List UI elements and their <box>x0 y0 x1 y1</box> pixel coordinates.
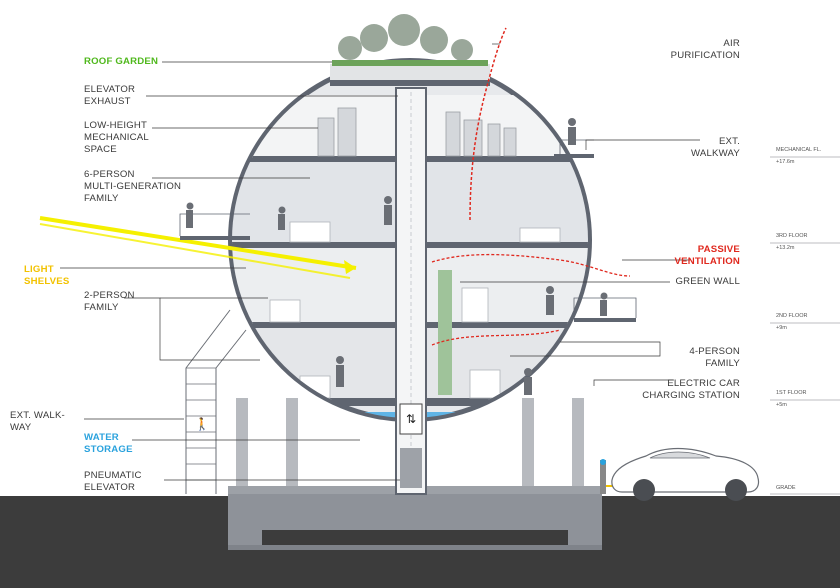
level-first-elevation: +5m <box>776 402 787 408</box>
label-water-storage: WATER STORAGE <box>84 432 133 455</box>
label-light-shelves: LIGHT SHELVES <box>24 264 70 287</box>
mechanical-equipment <box>317 107 517 157</box>
level-first-label: 1ST FLOOR <box>776 390 807 396</box>
light-ray-arrow-icon <box>344 260 356 274</box>
leader-lines <box>60 43 700 481</box>
support-columns <box>236 398 584 494</box>
level-third-label: 3RD FLOOR <box>776 233 808 239</box>
label-pneumatic-elevator: PNEUMATIC ELEVATOR <box>84 470 142 493</box>
label-passive-ventilation: PASSIVE VENTILATION <box>674 244 740 267</box>
level-grade-label: GRADE <box>776 485 796 491</box>
label-air-purification: AIR PURIFICATION <box>670 38 740 61</box>
roof-planter <box>330 64 490 80</box>
light-ray-inner <box>39 223 351 279</box>
level-mechanical-elevation: +17.6m <box>776 159 795 165</box>
roof-trees <box>338 14 473 61</box>
level-third-elevation: +13.2m <box>776 245 795 251</box>
elevator-sign <box>399 403 423 435</box>
level-mechanical-label: MECHANICAL FL. <box>776 147 822 153</box>
label-low-height-mechanical: LOW-HEIGHT MECHANICAL SPACE <box>84 120 149 155</box>
light-ray <box>39 216 357 270</box>
label-four-person-family: 4-PERSON FAMILY <box>689 346 740 369</box>
elevator-arrows-icon: ⇅ <box>406 412 416 426</box>
label-roof-garden: ROOF GARDEN <box>84 56 159 67</box>
passive-ventilation-flow-2 <box>431 329 561 346</box>
green-wall <box>438 270 452 395</box>
charging-station <box>600 460 606 494</box>
roof-deck <box>330 80 490 86</box>
label-electric-car-charging: ELECTRIC CAR CHARGING STATION <box>642 378 740 401</box>
car-wheel <box>725 479 747 501</box>
air-purification-flow <box>469 27 507 221</box>
label-ext-walkway-left: EXT. WALK- WAY <box>10 410 65 433</box>
label-two-person-family: 2-PERSON FAMILY <box>84 290 135 313</box>
level-second-elevation: +9m <box>776 325 787 331</box>
walking-person-icon: 🚶 <box>195 417 210 431</box>
label-elevator-exhaust: ELEVATOR EXHAUST <box>84 84 136 107</box>
passive-ventilation-flow <box>431 253 631 277</box>
label-six-person-family: 6-PERSON MULTI-GENERATION FAMILY <box>84 169 182 204</box>
basement-slab <box>228 545 602 550</box>
balconies <box>180 154 636 322</box>
label-ext-walkway-right: EXT. WALKWAY <box>690 136 740 159</box>
car-window <box>649 451 711 459</box>
people-silhouettes <box>186 118 608 395</box>
car-wheel <box>633 479 655 501</box>
label-green-wall: GREEN WALL <box>675 276 740 287</box>
roof-hedge <box>332 60 488 66</box>
charging-station-light-icon <box>600 459 606 465</box>
level-second-label: 2ND FLOOR <box>776 313 808 319</box>
elevator-cab <box>400 448 422 488</box>
foundation <box>228 493 602 545</box>
furniture <box>269 221 561 399</box>
level-markers <box>770 156 840 495</box>
